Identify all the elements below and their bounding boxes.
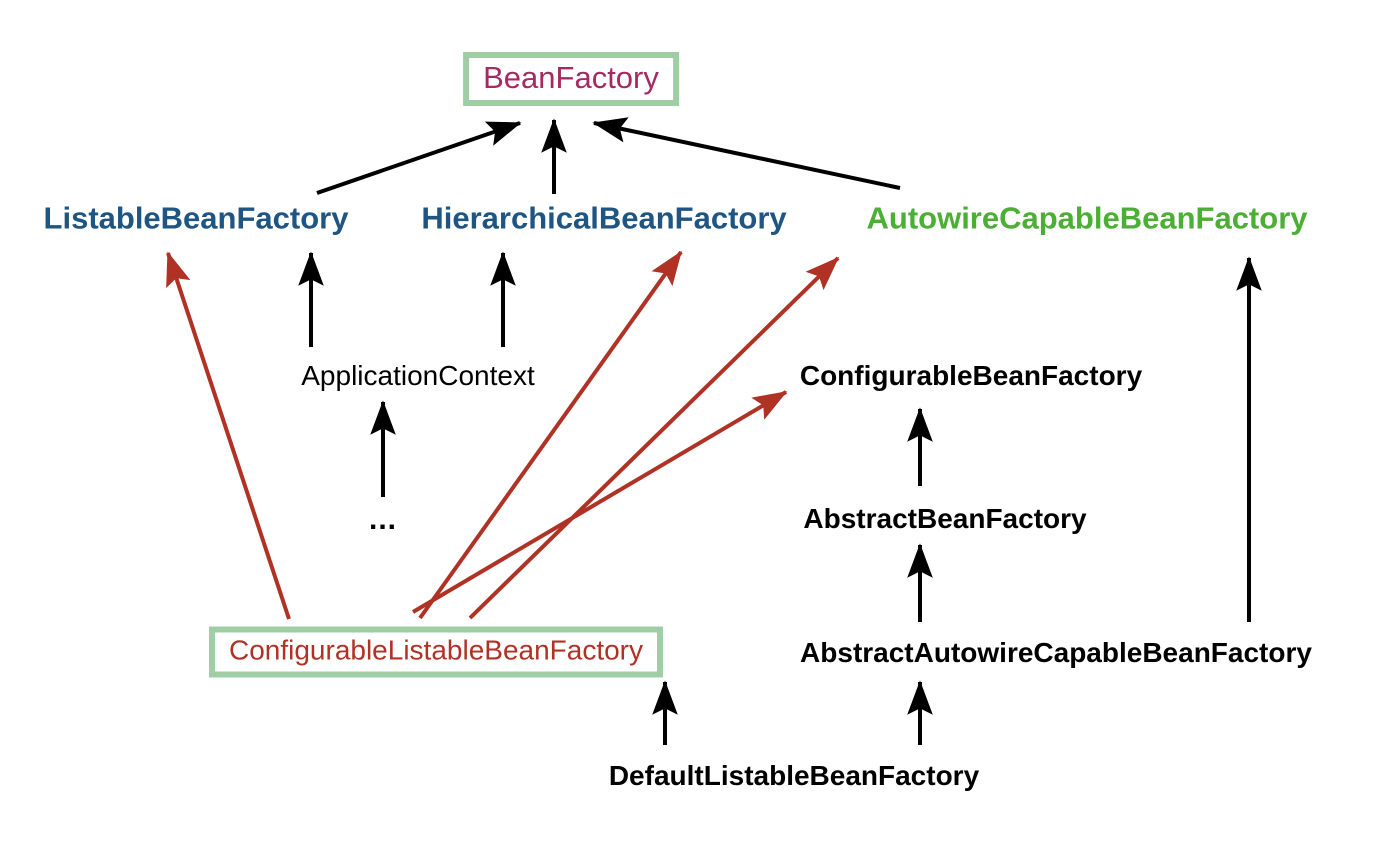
node-hierarchical-bean-factory[interactable]: HierarchicalBeanFactory — [421, 200, 787, 236]
node-configurable-bean-factory[interactable]: ConfigurableBeanFactory — [799, 360, 1143, 391]
node-abstract-autowire-capable-bean-factory[interactable]: AbstractAutowireCapableBeanFactory — [800, 637, 1312, 668]
node-label-configurable-listable-bean-factory: ConfigurableListableBeanFactory — [214, 632, 658, 672]
edge-configurable-listable-bean-factory-to-configurable-bean-factory — [411, 390, 788, 614]
node-bean-factory[interactable]: BeanFactory — [463, 52, 679, 106]
edge-configurable-listable-bean-factory-to-listable-bean-factory — [166, 251, 291, 620]
edge-autowire-capable-bean-factory-to-bean-factory — [592, 117, 901, 190]
node-listable-bean-factory[interactable]: ListableBeanFactory — [43, 200, 349, 236]
node-abstract-bean-factory[interactable]: AbstractBeanFactory — [803, 503, 1087, 534]
node-application-context[interactable]: ApplicationContext — [301, 360, 535, 391]
edge-configurable-listable-bean-factory-to-autowire-capable-bean-factory — [468, 256, 840, 620]
node-label-bean-factory: BeanFactory — [469, 58, 673, 100]
edge-configurable-listable-bean-factory-to-hierarchical-bean-factory — [418, 250, 683, 620]
node-default-listable-bean-factory[interactable]: DefaultListableBeanFactory — [608, 760, 980, 791]
node-autowire-capable-bean-factory[interactable]: AutowireCapableBeanFactory — [866, 200, 1308, 236]
edge-listable-bean-factory-to-bean-factory — [316, 121, 522, 195]
node-configurable-listable-bean-factory[interactable]: ConfigurableListableBeanFactory — [208, 626, 664, 678]
node-ellipsis: ... — [368, 503, 398, 536]
